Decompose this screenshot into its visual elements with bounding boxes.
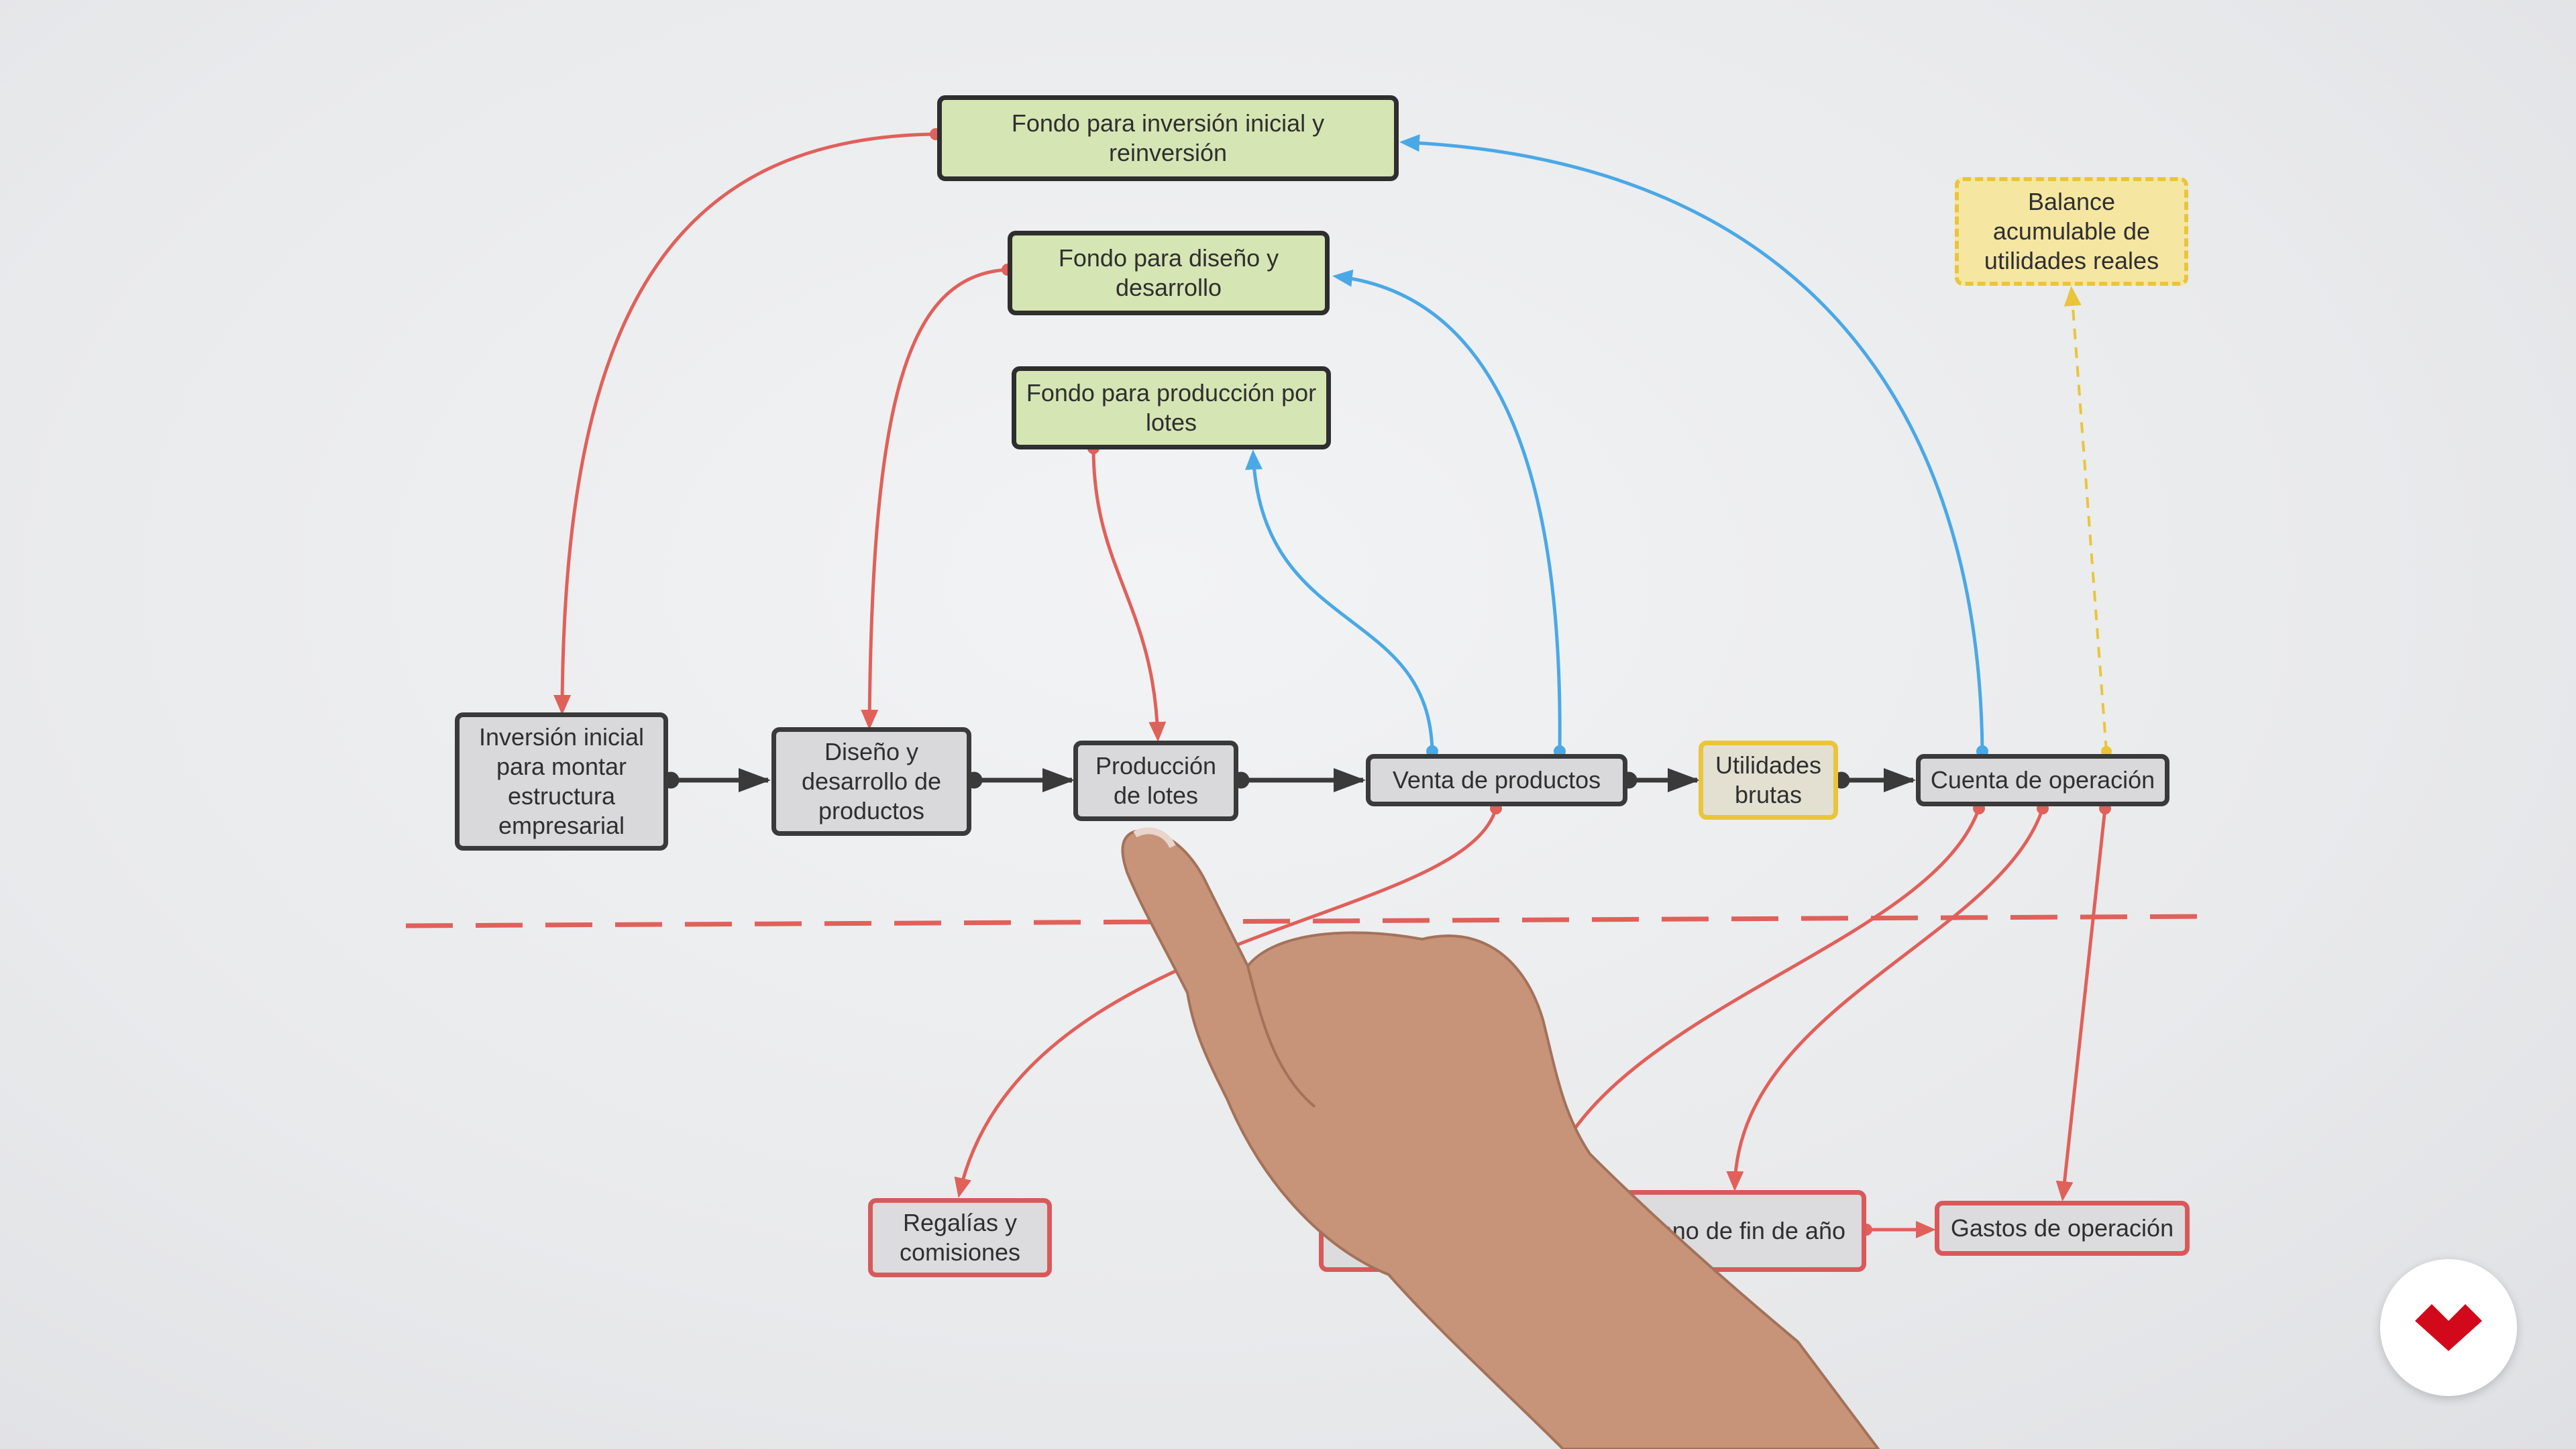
- brand-logo: [2380, 1259, 2517, 1396]
- node-fondo-diseno: Fondo para diseño y desarrollo: [1008, 231, 1330, 315]
- node-balance: Balance acumulable de utilidades reales: [1955, 177, 2188, 286]
- node-fondo-inversion: Fondo para inversión inicial y reinversi…: [937, 95, 1399, 181]
- node-produccion-lotes: Producción de lotes: [1073, 741, 1238, 821]
- node-gastos-operacion: Gastos de operación: [1935, 1201, 2190, 1256]
- node-inversion-inicial: Inversión inicial para montar estructura…: [455, 712, 668, 851]
- balance-arrow: [2063, 286, 2108, 752]
- reinvestment-arrows: [1245, 134, 1984, 752]
- separator-dashed-line: [405, 914, 2208, 928]
- chevron-logo-icon: [2415, 1304, 2482, 1351]
- node-regalias: Regalías y comisiones: [868, 1198, 1052, 1277]
- node-cuenta-operacion: Cuenta de operación: [1916, 754, 2169, 806]
- node-venta-productos: Venta de productos: [1366, 754, 1627, 806]
- node-fondo-produccion: Fondo para producción por lotes: [1012, 366, 1331, 449]
- fund-allocation-arrows: [553, 132, 1167, 742]
- node-utilidades-brutas: Utilidades brutas: [1699, 741, 1838, 820]
- node-diseno-desarrollo: Diseño y desarrollo de productos: [771, 727, 971, 836]
